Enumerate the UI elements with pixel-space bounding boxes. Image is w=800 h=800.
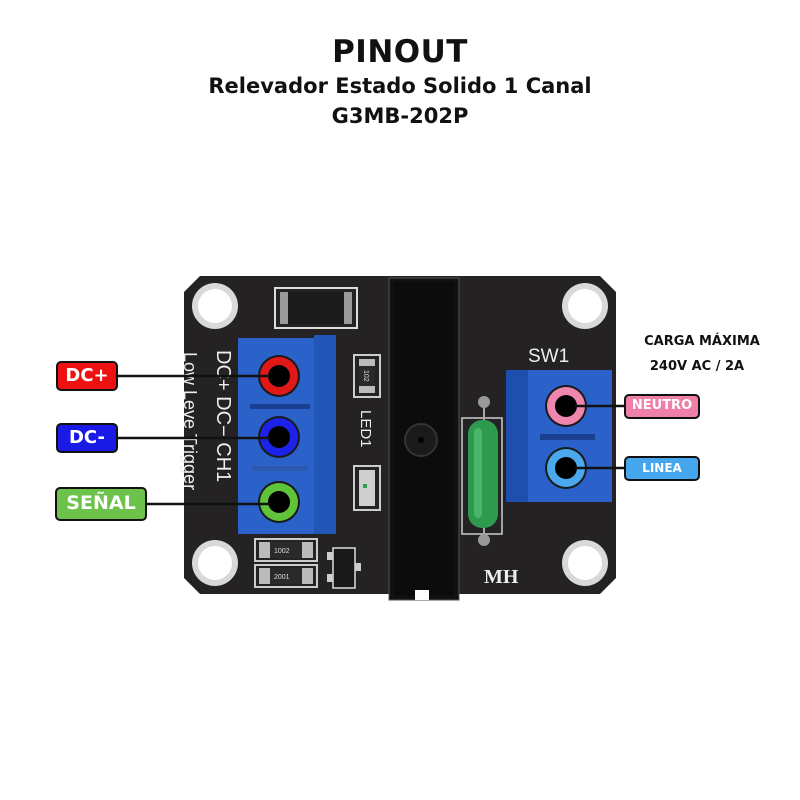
page-subtitle: Relevador Estado Solido 1 Canal	[208, 74, 592, 98]
mounting-holes	[192, 283, 608, 586]
transistor	[327, 547, 361, 589]
silkscreen-brand: MH	[484, 566, 519, 588]
leader-lines	[117, 374, 626, 506]
pin-label-line: LINEA	[624, 456, 700, 481]
terminal-neutral	[545, 385, 587, 427]
led	[353, 465, 381, 511]
silkscreen-sw1-label: SW1	[528, 346, 569, 367]
pin-label-neutral: NEUTRO	[624, 394, 700, 419]
resistor-r3	[254, 564, 318, 588]
pin-label-dc-plus: DC+	[56, 361, 118, 391]
resistor-r1	[353, 354, 381, 398]
pin-label-dc-minus: DC-	[56, 423, 118, 453]
max-load-title: CARGA MÁXIMA	[644, 334, 760, 349]
resistor-r2-code: 1002	[274, 548, 290, 555]
silkscreen-pin-labels: DC+ DC− CH1	[212, 350, 234, 482]
page-title: PINOUT	[332, 34, 468, 70]
diode	[274, 287, 358, 329]
max-load-rating: 240V AC / 2A	[649, 359, 745, 374]
silkscreen-trigger-label: Low Leve Trigger	[180, 352, 200, 490]
ssr-relay	[388, 277, 460, 601]
terminal-dc-plus	[258, 355, 300, 397]
model-number: G3MB-202P	[331, 104, 469, 128]
varistor	[461, 396, 503, 546]
resistor-r1-code: 102	[362, 370, 369, 382]
silkscreen-led-label: LED1	[357, 410, 374, 448]
terminal-dc-minus	[258, 416, 300, 458]
pin-label-signal: SEÑAL	[55, 487, 147, 521]
terminal-line	[545, 447, 587, 489]
resistor-r2	[254, 538, 318, 562]
terminal-signal	[258, 481, 300, 523]
resistor-r3-code: 2001	[274, 574, 290, 581]
